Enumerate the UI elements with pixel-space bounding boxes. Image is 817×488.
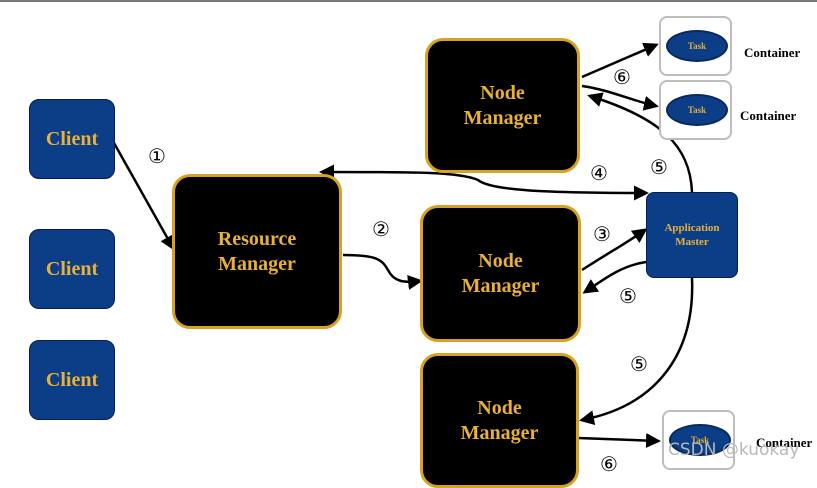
step-label-1: ① bbox=[148, 144, 166, 168]
step-label-6-top: ⑥ bbox=[613, 65, 631, 89]
task-ellipse-3: Task bbox=[669, 424, 731, 456]
top-border-line bbox=[0, 0, 817, 2]
arrow-rm-am-bidirectional bbox=[319, 164, 649, 201]
watermark-text: CSDN @kuokay bbox=[668, 440, 800, 460]
task-label-3: Task bbox=[690, 435, 710, 445]
node-manager-1-line1: Node bbox=[480, 81, 525, 104]
arrow-rm-to-nm2 bbox=[342, 253, 423, 290]
arrow-nm1-to-container2 bbox=[581, 84, 659, 111]
client-label-1: Client bbox=[45, 127, 99, 150]
client-label-3: Client bbox=[45, 368, 99, 391]
arrow-am-to-nm2 bbox=[582, 260, 647, 294]
container-label-3: Container bbox=[756, 435, 813, 450]
client-box-1: Client bbox=[29, 99, 115, 179]
step-label-5-middle: ⑤ bbox=[619, 284, 637, 308]
application-master-line2: Master bbox=[675, 236, 709, 248]
node-manager-3-line2: Manager bbox=[460, 421, 539, 444]
step-label-2: ② bbox=[372, 217, 390, 241]
task-ellipse-2: Task bbox=[666, 94, 728, 126]
node-manager-2-line2: Manager bbox=[461, 274, 540, 297]
application-master-line1: Application bbox=[664, 222, 720, 234]
client-box-2: Client bbox=[29, 229, 115, 309]
application-master-box: Application Master bbox=[646, 192, 738, 278]
client-label-2: Client bbox=[45, 257, 99, 280]
step-label-3: ③ bbox=[593, 222, 611, 246]
node-manager-1-line2: Manager bbox=[463, 106, 542, 129]
container-label-1: Container bbox=[744, 45, 801, 60]
arrow-nm1-to-container1 bbox=[581, 42, 659, 79]
node-manager-box-3: Node Manager bbox=[420, 353, 579, 488]
node-manager-2-line1: Node bbox=[478, 249, 523, 272]
arrow-nm3-to-container3 bbox=[577, 433, 661, 449]
task-label-2: Task bbox=[687, 105, 707, 115]
resource-manager-line1: Resource bbox=[217, 227, 297, 250]
step-label-6-bottom: ⑥ bbox=[600, 452, 618, 476]
step-label-4: ④ bbox=[590, 161, 608, 185]
container-box-2: Task bbox=[659, 80, 732, 140]
arrow-client-to-rm bbox=[112, 142, 175, 251]
task-ellipse-1: Task bbox=[666, 30, 728, 62]
step-label-5-top: ⑤ bbox=[650, 155, 668, 179]
arrows-layer bbox=[112, 42, 694, 449]
client-box-3: Client bbox=[29, 340, 115, 420]
resource-manager-box: Resource Manager bbox=[172, 174, 342, 329]
container-label-2: Container bbox=[740, 108, 797, 123]
container-box-3: Task bbox=[662, 410, 735, 470]
resource-manager-line2: Manager bbox=[218, 252, 296, 275]
node-manager-box-2: Node Manager bbox=[420, 205, 581, 342]
arrow-am-to-nm3 bbox=[579, 277, 694, 426]
task-label-1: Task bbox=[687, 41, 707, 51]
node-manager-box-1: Node Manager bbox=[425, 38, 580, 173]
node-manager-3-line1: Node bbox=[477, 396, 522, 419]
container-box-1: Task bbox=[659, 16, 732, 76]
arrow-nm2-to-am bbox=[581, 228, 648, 272]
step-label-5-bottom: ⑤ bbox=[630, 352, 648, 376]
